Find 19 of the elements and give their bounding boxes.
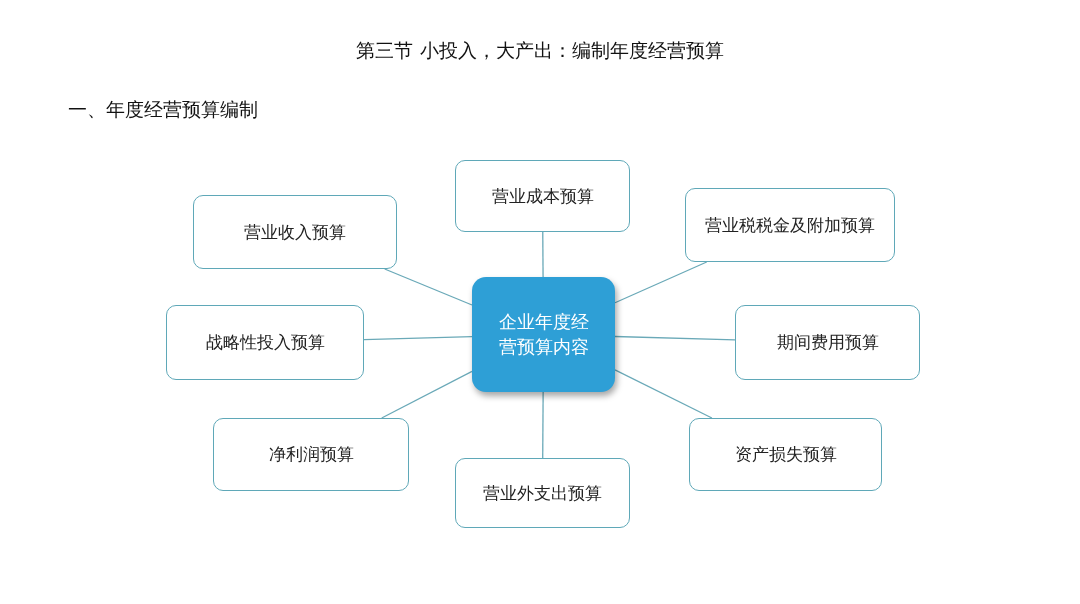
topic-box: 期间费用预算 xyxy=(735,305,920,380)
topic-box: 营业外支出预算 xyxy=(455,458,630,528)
connector-line xyxy=(542,231,544,278)
connector-line xyxy=(381,370,473,419)
topic-box: 营业税税金及附加预算 xyxy=(685,188,895,262)
connector-line xyxy=(614,369,713,419)
connector-line xyxy=(614,261,708,304)
central-topic-box: 企业年度经营预算内容 xyxy=(472,277,615,392)
topic-box: 战略性投入预算 xyxy=(166,305,364,380)
connector-line xyxy=(542,391,544,459)
topic-box: 营业成本预算 xyxy=(455,160,630,232)
topic-box: 资产损失预算 xyxy=(689,418,882,491)
connector-line xyxy=(614,335,736,341)
section-heading: 一、年度经营预算编制 xyxy=(68,97,258,122)
title: 第三节 小投入，大产出：编制年度经营预算 xyxy=(355,38,725,63)
topic-box: 净利润预算 xyxy=(213,418,409,491)
topic-box: 营业收入预算 xyxy=(193,195,397,269)
connector-line xyxy=(384,268,473,306)
connector-line xyxy=(363,335,473,341)
